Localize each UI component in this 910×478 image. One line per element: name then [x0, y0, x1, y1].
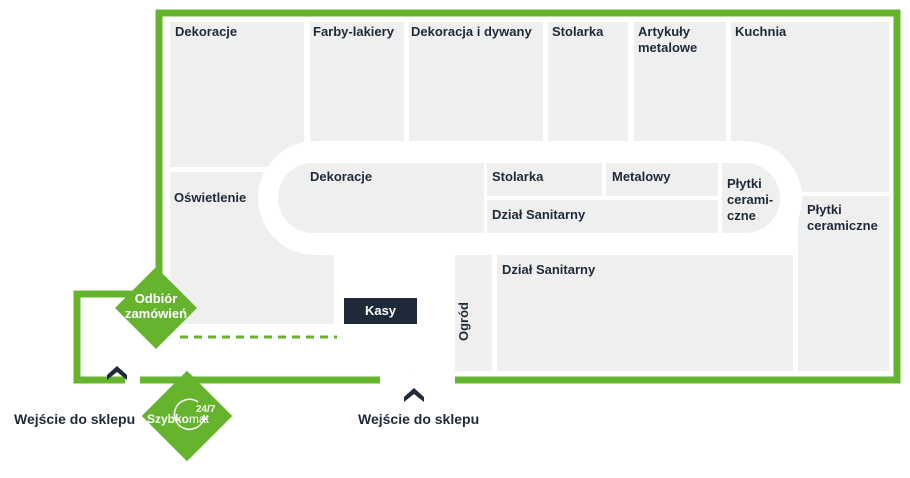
label-pickup-line2: zamówień — [124, 306, 188, 321]
zone-plytki-inner[interactable] — [722, 163, 780, 233]
label-artykuly-line1: Artykuły — [638, 24, 691, 39]
label-plytki-right-1: Płytki — [807, 202, 842, 217]
label-entrance-left: Wejście do sklepu — [14, 411, 136, 427]
label-dzial-sanitarny-inner: Dział Sanitarny — [492, 207, 586, 222]
szybkomat-brand-light: mat — [189, 412, 210, 426]
entrance-arrow-left-icon — [107, 366, 127, 380]
label-stolarka-top: Stolarka — [552, 24, 604, 39]
label-entrance-right: Wejście do sklepu — [358, 411, 480, 427]
label-stolarka-inner: Stolarka — [492, 169, 544, 184]
label-dekoracje-inner: Dekoracje — [310, 169, 373, 184]
szybkomat-brand-bold: Szybko — [147, 412, 190, 426]
zone-dzial-sanitarny-inner[interactable] — [487, 200, 718, 233]
label-metalowy: Metalowy — [612, 169, 671, 184]
label-kasy: Kasy — [364, 303, 397, 318]
zone-dzial-sanitarny-low[interactable] — [497, 255, 793, 371]
label-plytki-inner-1: Płytki — [727, 176, 762, 191]
label-dzial-sanitarny-low: Dział Sanitarny — [502, 262, 596, 277]
kasy-box[interactable] — [344, 298, 417, 324]
label-dekoracja-dywany: Dekoracja i dywany — [411, 24, 532, 39]
label-kuchnia: Kuchnia — [735, 24, 787, 39]
label-farby-lakiery: Farby-lakiery — [313, 24, 394, 39]
entrance-arrow-right-icon — [404, 388, 424, 402]
label-dekoracje-top: Dekoracje — [175, 24, 238, 39]
pickup-path — [180, 335, 416, 360]
label-plytki-inner-3: czne — [727, 208, 756, 223]
label-ogrod: Ogród — [456, 302, 471, 341]
zone-metalowy[interactable] — [606, 163, 718, 196]
zone-ogrod[interactable] — [455, 255, 492, 371]
zone-dekoracje-inner[interactable] — [278, 163, 484, 233]
label-plytki-right-2: ceramiczne — [807, 218, 878, 233]
szybkomat-clock-icon — [173, 398, 207, 431]
label-plytki-inner-2: cerami- — [727, 192, 774, 207]
zone-stolarka-inner[interactable] — [487, 163, 602, 196]
label-pickup-line1: Odbiór — [134, 291, 178, 306]
label-oswietlenie: Oświetlenie — [174, 190, 247, 205]
store-wall — [73, 9, 901, 384]
zone-dekoracje-top[interactable] — [170, 22, 304, 167]
label-szybkomat: Szybkomat — [147, 412, 209, 426]
label-artykuly-line2: metalowe — [638, 40, 698, 55]
zone-plytki-right[interactable] — [798, 196, 889, 371]
label-szybkomat-hours: 24/7 — [196, 404, 216, 415]
